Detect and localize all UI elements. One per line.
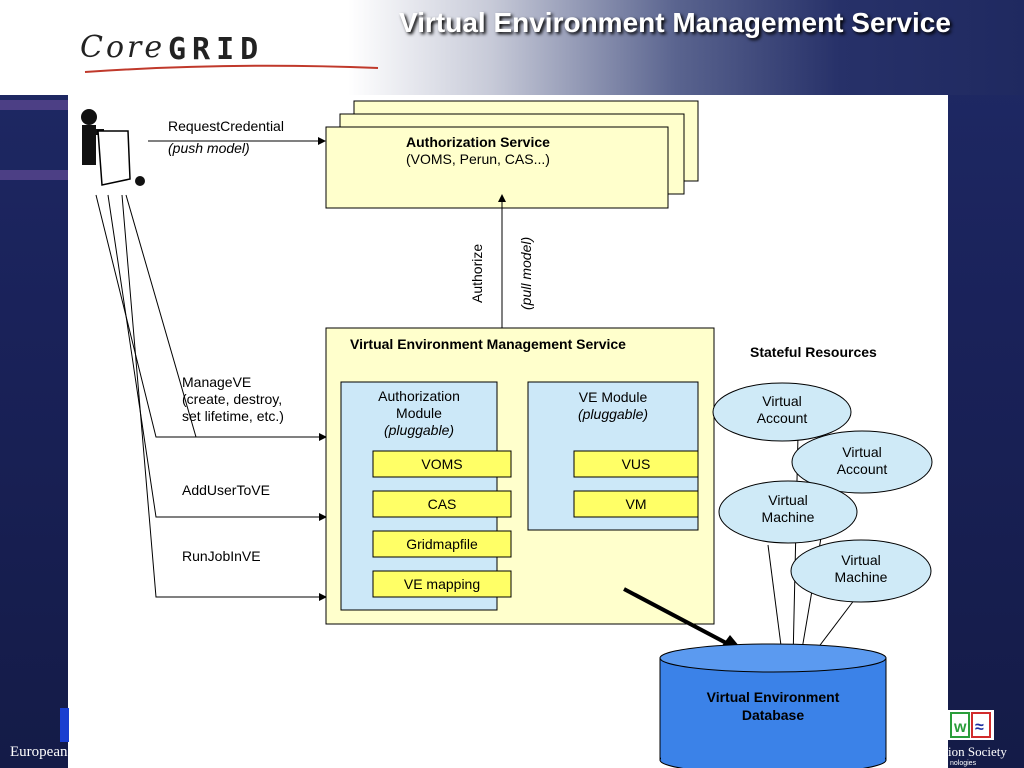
- auth-service-title: Authorization Service: [406, 134, 550, 150]
- logo-core-text: Core: [80, 30, 166, 65]
- item-ve-mapping-label: VE mapping: [404, 576, 480, 592]
- db-line-2: Database: [742, 707, 804, 723]
- auth-module-line-1: Authorization: [378, 388, 460, 404]
- push-model-label: (push model): [168, 140, 250, 156]
- resource-1-line-1: Virtual: [762, 393, 801, 409]
- vems-box: Virtual Environment Management Service A…: [325, 327, 715, 625]
- resource-4-line-1: Virtual: [841, 552, 880, 568]
- resource-virtual-machine-1: [718, 480, 858, 544]
- resource-3-line-1: Virtual: [768, 492, 807, 508]
- stateful-title: Stateful Resources: [750, 344, 877, 360]
- ve-module-note: (pluggable): [578, 406, 648, 422]
- managevE-line-2: (create, destroy,: [182, 391, 282, 407]
- decor-stripe: [0, 100, 70, 110]
- runjob-arrow: [121, 194, 327, 601]
- footer-left-text: European: [10, 744, 68, 760]
- header-band: [0, 0, 1024, 95]
- managevE-line-1: ManageVE: [182, 374, 251, 390]
- item-ve-mapping: [372, 570, 512, 598]
- logo-grid-text: GRID: [168, 32, 265, 67]
- footer-right-small-text: nologies: [950, 760, 977, 767]
- item-gridmapfile-label: Gridmapfile: [406, 536, 478, 552]
- resource-1-line-2: Account: [757, 410, 808, 426]
- ve-database: Virtual Environment Database: [659, 643, 887, 768]
- stateful-resources: Virtual Account Virtual Account Virtual …: [712, 382, 933, 662]
- auth-module-line-2: Module: [396, 405, 442, 421]
- managevE-arrow: [95, 194, 327, 441]
- pull-model-label: (pull model): [518, 237, 534, 310]
- item-cas-label: CAS: [428, 496, 457, 512]
- authorize-label: Authorize: [469, 244, 485, 303]
- auth-module-note: (pluggable): [384, 422, 454, 438]
- resource-4-line-2: Machine: [835, 569, 888, 585]
- ist-logo: w ≈: [948, 710, 994, 740]
- svg-text:w: w: [953, 719, 967, 736]
- resource-2-line-2: Account: [837, 461, 888, 477]
- slide-title: Virtual Environment Management Service: [399, 7, 951, 38]
- footer-right-text: ion Society: [948, 744, 1007, 759]
- adduser-arrow: [107, 194, 327, 521]
- vems-to-db-arrow: [623, 587, 731, 647]
- item-vus-label: VUS: [622, 456, 651, 472]
- resource-2-line-1: Virtual: [842, 444, 881, 460]
- decor-stripe: [0, 170, 70, 180]
- item-cas: [372, 490, 512, 518]
- resource-virtual-account-2: [791, 430, 933, 494]
- coregrid-logo: Core GRID: [80, 28, 380, 74]
- adduser-label: AddUserToVE: [182, 482, 270, 498]
- svg-text:≈: ≈: [975, 719, 984, 736]
- vems-title: Virtual Environment Management Service: [350, 336, 626, 352]
- managevE-line-3: set lifetime, etc.): [182, 408, 284, 424]
- ve-module-line: VE Module: [579, 389, 648, 405]
- item-vus: [573, 450, 699, 478]
- logo-swoosh: [84, 64, 379, 73]
- architecture-diagram: Authorization Service (VOMS, Perun, CAS.…: [81, 100, 933, 768]
- item-vm: [573, 490, 699, 518]
- item-vm-label: VM: [626, 496, 647, 512]
- resource-3-line-2: Machine: [762, 509, 815, 525]
- request-credential-label: RequestCredential: [168, 118, 284, 134]
- user-icon: [81, 109, 145, 186]
- db-line-1: Virtual Environment: [707, 689, 840, 705]
- resource-virtual-machine-2: [790, 539, 932, 603]
- runjob-label: RunJobInVE: [182, 548, 261, 564]
- item-voms-label: VOMS: [421, 456, 462, 472]
- item-gridmapfile: [372, 530, 512, 558]
- resource-virtual-account-1: [712, 382, 852, 442]
- footer-bar: [60, 708, 69, 742]
- item-voms: [372, 450, 512, 478]
- auth-service-subtitle: (VOMS, Perun, CAS...): [406, 151, 550, 167]
- authorization-service: Authorization Service (VOMS, Perun, CAS.…: [325, 100, 699, 209]
